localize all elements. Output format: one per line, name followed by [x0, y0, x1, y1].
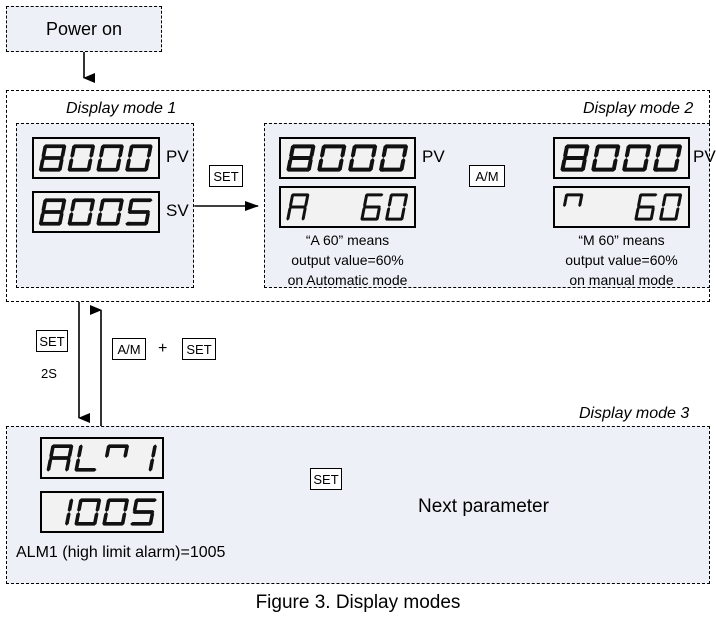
mode2-manual-pv-label: PV	[693, 147, 716, 166]
mode2-manual-pv-display	[553, 137, 690, 179]
mode2-auto-note-line3: on Automatic mode	[287, 272, 408, 288]
key-set-next-parameter[interactable]: SET	[310, 468, 342, 490]
key-set-hold[interactable]: SET	[36, 330, 68, 352]
mode1-pv-label: PV	[166, 147, 189, 166]
key-label: SET	[313, 471, 339, 487]
key-label: A/M	[117, 341, 141, 357]
seven-segment-text	[65, 498, 157, 526]
mode3-next-parameter-label: Next parameter	[418, 496, 549, 517]
mode3-title: Display mode 3	[579, 405, 690, 422]
mode3-description: ALM1 (high limit alarm)=1005	[16, 544, 226, 561]
key-set-mode1-to-mode2[interactable]: SET	[209, 165, 243, 187]
mode1-pv-display	[32, 137, 160, 179]
mode1-sv-label: SV	[166, 201, 189, 220]
mode2-auto-output-display	[279, 186, 416, 228]
key-label: SET	[39, 333, 65, 349]
seven-segment-text	[562, 193, 683, 221]
seven-segment-text	[560, 144, 683, 172]
power-on-label: Power on	[45, 18, 123, 39]
mode3-param-name-display	[40, 437, 164, 479]
key-set-hold-duration: 2S	[41, 366, 57, 381]
key-combo-plus: +	[158, 340, 168, 357]
mode2-title: Display mode 2	[583, 100, 694, 117]
mode2-auto-pv-display	[279, 137, 416, 179]
key-label: A/M	[475, 168, 499, 184]
key-label: SET	[213, 168, 239, 184]
seven-segment-text	[286, 193, 409, 221]
mode2-manual-note-line1: “M 60” means	[578, 232, 665, 248]
power-on-box: Power on	[6, 6, 162, 52]
mode1-sv-display	[32, 191, 160, 233]
mode2-auto-pv-label: PV	[422, 147, 445, 166]
key-label: SET	[186, 341, 212, 357]
key-set-to-mode1[interactable]: SET	[182, 338, 216, 360]
key-am-to-mode1[interactable]: A/M	[112, 338, 146, 360]
mode2-manual-output-display	[553, 186, 690, 228]
figure-caption: Figure 3. Display modes	[255, 592, 461, 613]
mode2-auto-note-line1: “A 60” means	[305, 232, 390, 248]
mode1-title: Display mode 1	[66, 100, 177, 117]
key-am-auto-to-manual[interactable]: A/M	[469, 165, 505, 187]
seven-segment-text	[286, 144, 409, 172]
mode2-auto-note-line2: output value=60%	[291, 252, 404, 268]
mode2-manual-note-line3: on manual mode	[569, 272, 674, 288]
seven-segment-text	[38, 144, 153, 172]
mode3-param-value-display	[40, 491, 164, 533]
seven-segment-text	[38, 198, 153, 226]
seven-segment-text	[46, 444, 157, 472]
mode2-manual-note-line2: output value=60%	[565, 252, 678, 268]
